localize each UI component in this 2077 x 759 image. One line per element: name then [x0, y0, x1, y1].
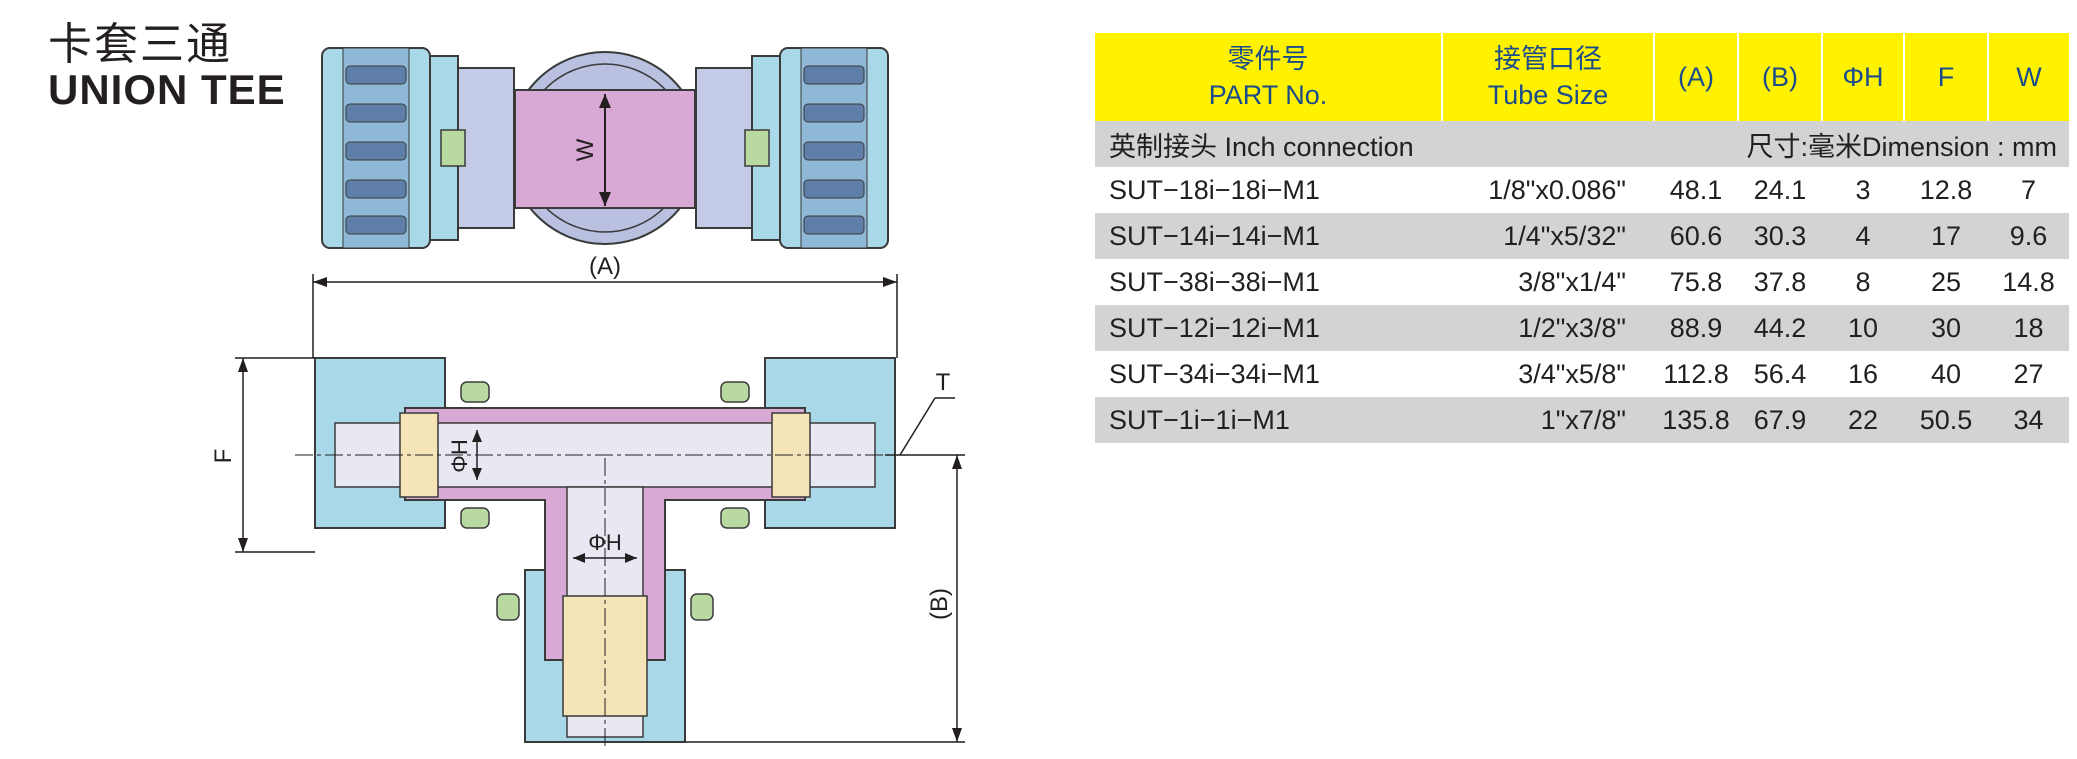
header-a: (A) — [1654, 33, 1739, 121]
table-row: SUT−14i−14i−M1 1/4"x5/32" 60.6 30.3 4 17… — [1095, 213, 2069, 259]
dim-f-value: 25 — [1930, 266, 1962, 297]
table-row: SUT−18i−18i−M1 1/8"x0.086" 48.1 24.1 3 1… — [1095, 167, 2069, 213]
header-h: ΦH — [1822, 33, 1905, 121]
front-section-view: ΦH ΦH — [295, 357, 955, 750]
part-number: SUT−14i−14i−M1 — [1095, 213, 1442, 259]
dim-b-value: 30.3 — [1738, 213, 1822, 259]
table-row: SUT−1i−1i−M1 1"x7/8" 135.8 67.9 22 50.5 … — [1095, 397, 2069, 443]
connection-type-label: 英制接头 Inch connection — [1109, 131, 1414, 162]
header-tube-size: 接管口径 Tube Size — [1442, 33, 1655, 121]
right-nut-top — [695, 47, 889, 249]
tube-size: 1/4"x5/32" — [1442, 213, 1654, 259]
part-number: SUT−34i−34i−M1 — [1109, 358, 1320, 389]
dim-w-value: 7 — [2020, 174, 2037, 205]
part-number: SUT−1i−1i−M1 — [1095, 397, 1442, 443]
header-tube-cn: 接管口径 — [1494, 44, 1602, 74]
dim-f-value: 50.5 — [1904, 397, 1988, 443]
dim-a: (A) — [312, 253, 898, 358]
part-number: SUT−18i−18i−M1 — [1109, 174, 1320, 205]
dim-b: (B) — [685, 454, 965, 743]
unit-row: 英制接头 Inch connection 尺寸:毫米Dimension : mm — [1095, 121, 2069, 167]
dim-w-label: W — [572, 138, 599, 161]
dim-h-value: 4 — [1822, 213, 1904, 259]
dim-b-label: (B) — [926, 588, 953, 620]
dim-w-value: 9.6 — [1988, 213, 2069, 259]
dim-f-value: 30 — [1904, 305, 1988, 351]
dim-b-value: 56.4 — [1753, 358, 1807, 389]
dim-t: T — [899, 369, 955, 456]
header-part-en: PART No. — [1208, 80, 1328, 110]
table-row: SUT−34i−34i−M1 3/4"x5/8" 112.8 56.4 16 4… — [1095, 351, 2069, 397]
dim-f-value: 17 — [1904, 213, 1988, 259]
tube-size: 1/8"x0.086" — [1488, 174, 1626, 205]
dim-b-value: 44.2 — [1738, 305, 1822, 351]
header-tube-en: Tube Size — [1487, 80, 1609, 110]
dim-f-value: 12.8 — [1919, 174, 1973, 205]
dim-h-value: 10 — [1822, 305, 1904, 351]
header-b: (B) — [1738, 33, 1823, 121]
union-tee-drawing: W (A) — [210, 47, 965, 750]
tube-size: 1/2"x3/8" — [1442, 305, 1654, 351]
header-part-cn: 零件号 — [1227, 44, 1309, 74]
table-row: SUT−38i−38i−M1 3/8"x1/4" 75.8 37.8 8 25 … — [1095, 259, 2069, 305]
dim-h-value: 22 — [1822, 397, 1904, 443]
dim-a-value: 60.6 — [1654, 213, 1738, 259]
left-nut-top — [321, 47, 515, 249]
spec-table: 零件号 PART No. 接管口径 Tube Size (A) (B) ΦH F… — [1095, 33, 2069, 443]
dim-w-value: 34 — [1988, 397, 2069, 443]
title-english: UNION TEE — [48, 66, 286, 113]
header-w: W — [1988, 33, 2069, 121]
dim-b-value: 24.1 — [1753, 174, 1807, 205]
dim-h-value: 3 — [1855, 174, 1871, 205]
tube-size: 3/4"x5/8" — [1518, 358, 1626, 389]
dim-w-value: 14.8 — [2002, 266, 2055, 297]
top-view: W — [321, 47, 889, 249]
header-f: F — [1904, 33, 1989, 121]
dim-h-value: 8 — [1855, 266, 1871, 297]
title-chinese: 卡套三通 — [48, 20, 232, 69]
dim-h-value: 16 — [1847, 358, 1879, 389]
dim-h-vertical-label: ΦH — [447, 439, 472, 472]
dim-w-value: 27 — [2013, 358, 2044, 389]
dim-h-horizontal-label: ΦH — [588, 530, 621, 555]
dim-a-label: (A) — [589, 253, 621, 280]
part-number: SUT−38i−38i−M1 — [1109, 266, 1320, 297]
dim-b-value: 67.9 — [1738, 397, 1822, 443]
dim-a-value: 75.8 — [1669, 266, 1723, 297]
dim-f-label: F — [210, 449, 237, 464]
dim-t-label: T — [936, 369, 951, 396]
header-part-no: 零件号 PART No. — [1095, 33, 1443, 121]
dim-f: F — [210, 357, 315, 553]
dim-a-value: 135.8 — [1654, 397, 1738, 443]
table-row: SUT−12i−12i−M1 1/2"x3/8" 88.9 44.2 10 30… — [1095, 305, 2069, 351]
dim-a-value: 88.9 — [1654, 305, 1738, 351]
dim-a-value: 112.8 — [1663, 358, 1729, 389]
tube-size: 3/8"x1/4" — [1518, 266, 1626, 297]
tube-size: 1"x7/8" — [1442, 397, 1654, 443]
dim-b-value: 37.8 — [1753, 266, 1807, 297]
dimension-unit-label: 尺寸:毫米Dimension : mm — [1746, 131, 2057, 162]
dim-a-value: 48.1 — [1669, 174, 1723, 205]
dim-w-value: 18 — [1988, 305, 2069, 351]
dim-f-value: 40 — [1930, 358, 1962, 389]
part-number: SUT−12i−12i−M1 — [1095, 305, 1442, 351]
